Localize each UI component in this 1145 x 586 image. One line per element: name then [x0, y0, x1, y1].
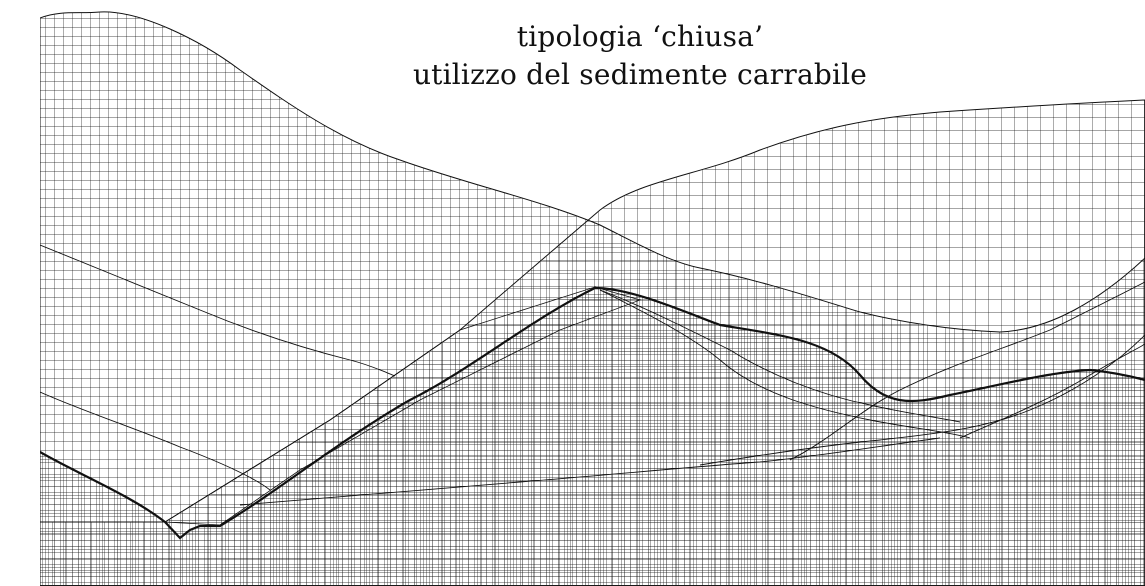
drawing-title: tipologia ‘chiusa’ utilizzo del sediment… [360, 18, 920, 94]
terrain-line-1 [40, 244, 396, 377]
ground-profile [40, 286, 1145, 540]
title-line-1: tipologia ‘chiusa’ [516, 20, 764, 53]
terrain-line-8 [959, 343, 1145, 439]
lower-terrain-mass [40, 288, 1145, 586]
terrain-line-2 [40, 391, 271, 491]
terrain-line-3 [239, 437, 941, 506]
terrain-line-5 [789, 281, 1145, 461]
terrain-line-7 [599, 289, 961, 423]
terrain-line-6 [599, 289, 971, 439]
title-line-2: utilizzo del sedimente carrabile [412, 58, 868, 91]
